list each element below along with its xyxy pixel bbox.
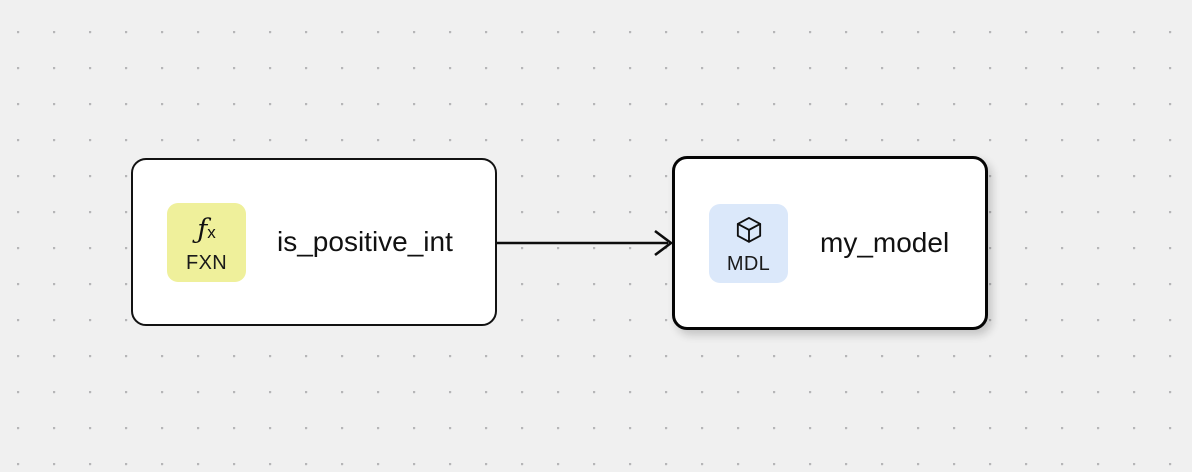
node-type-badge-mdl: MDL (709, 203, 788, 283)
node-is-positive-int[interactable]: ƒx FXN is_positive_int (131, 158, 497, 326)
node-title: my_model (820, 227, 950, 258)
edge-arrowhead-icon (654, 229, 674, 257)
edge-is_positive_int-to-my_model[interactable] (497, 229, 674, 257)
node-type-badge-fxn: ƒx FXN (167, 202, 246, 282)
node-type-label: FXN (186, 251, 227, 274)
node-title: is_positive_int (277, 226, 453, 257)
function-icon: ƒx (197, 212, 216, 248)
cube-icon (734, 213, 764, 249)
function-glyph-x: x (207, 223, 216, 242)
node-type-label: MDL (726, 252, 771, 275)
node-my-model[interactable]: MDL my_model (672, 156, 988, 330)
function-glyph-f: ƒ (197, 214, 208, 245)
